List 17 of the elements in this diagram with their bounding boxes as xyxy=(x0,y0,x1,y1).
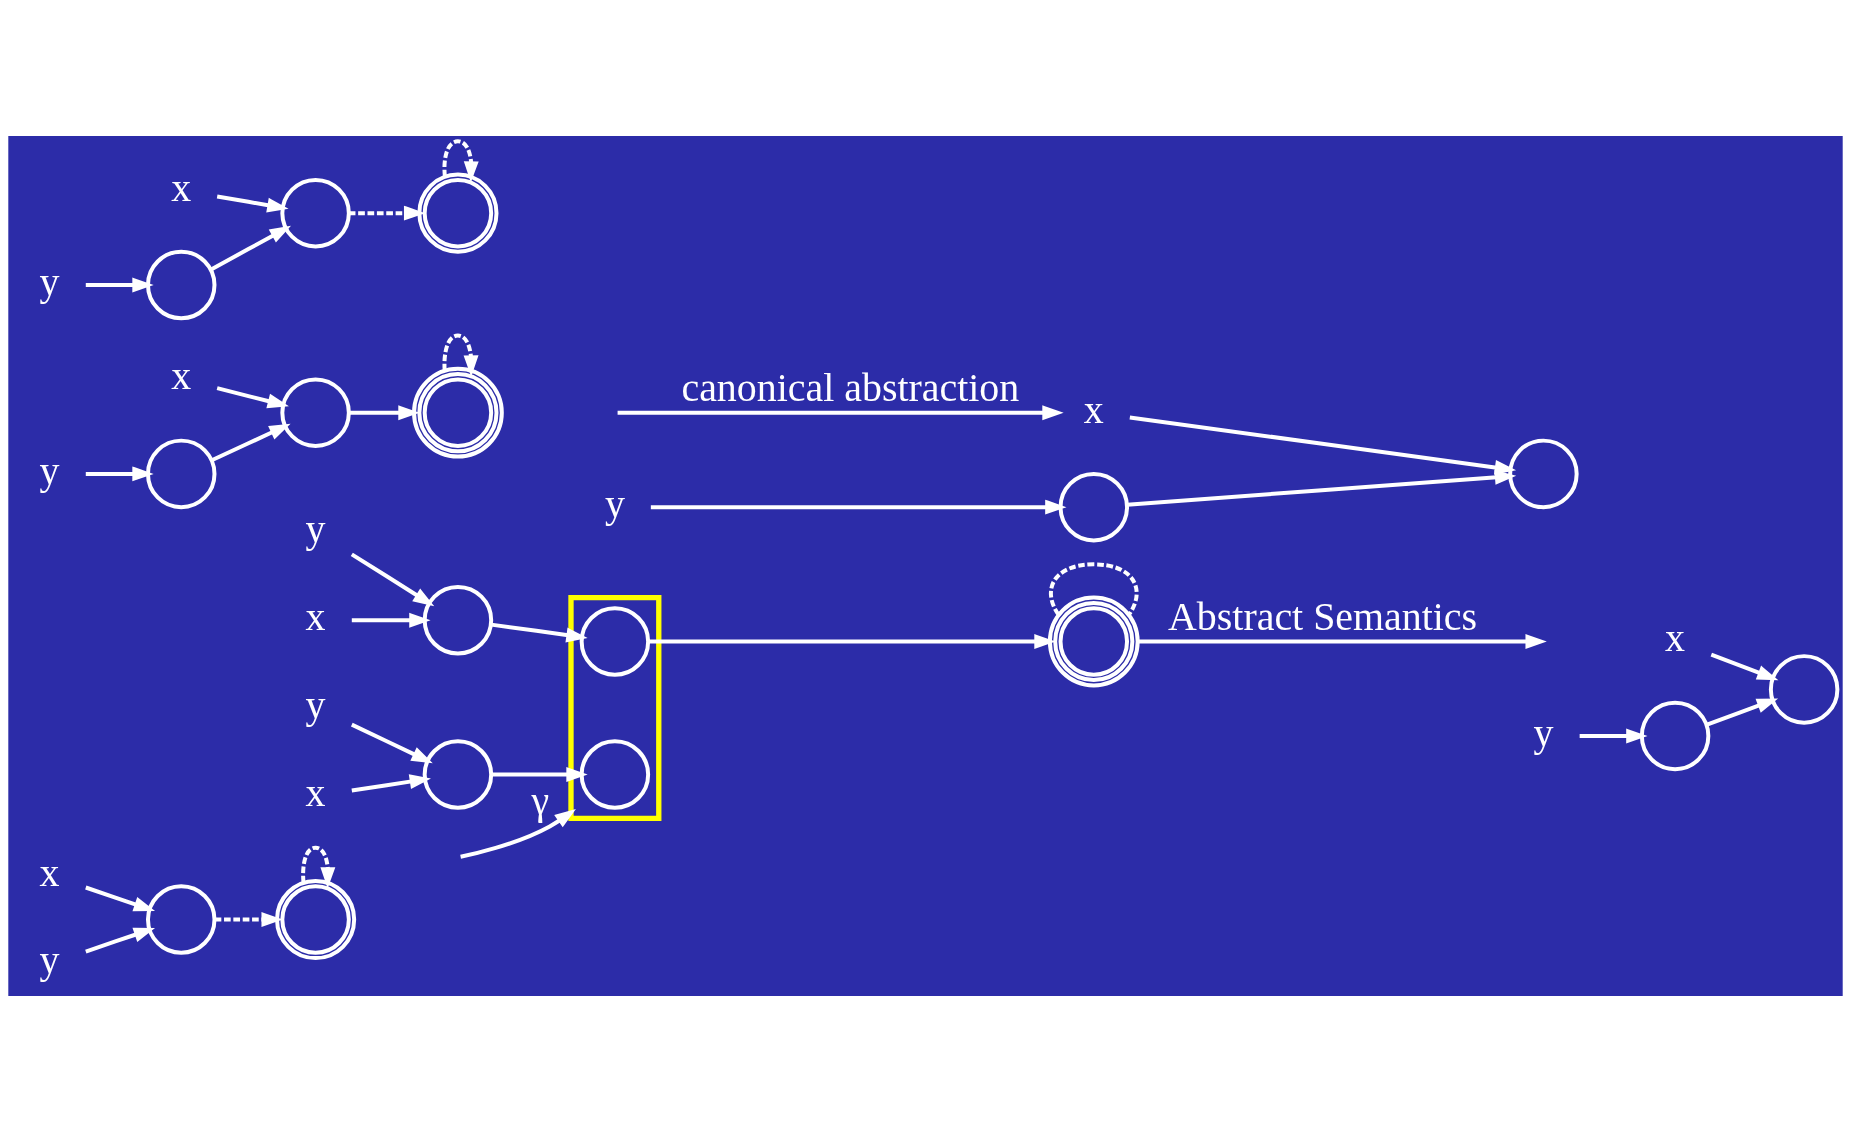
node-text: y xyxy=(305,506,326,552)
node-text: x xyxy=(39,849,60,895)
node-text: x xyxy=(1665,615,1686,661)
node-text: x xyxy=(171,164,192,210)
node-text: x xyxy=(1083,386,1104,432)
node-text: y xyxy=(39,447,60,493)
node-text: y xyxy=(604,481,625,527)
node-text: y xyxy=(1533,709,1554,755)
node-text: x xyxy=(305,594,326,640)
node-text: x xyxy=(171,353,192,399)
edge-label: γ xyxy=(531,778,550,824)
node-text: y xyxy=(39,258,60,304)
edge-label: Abstract Semantics xyxy=(1168,593,1478,639)
node-text: y xyxy=(39,937,60,983)
edge-label: canonical abstraction xyxy=(681,364,1020,410)
node-text: x xyxy=(305,769,326,815)
node-text: y xyxy=(305,681,326,727)
